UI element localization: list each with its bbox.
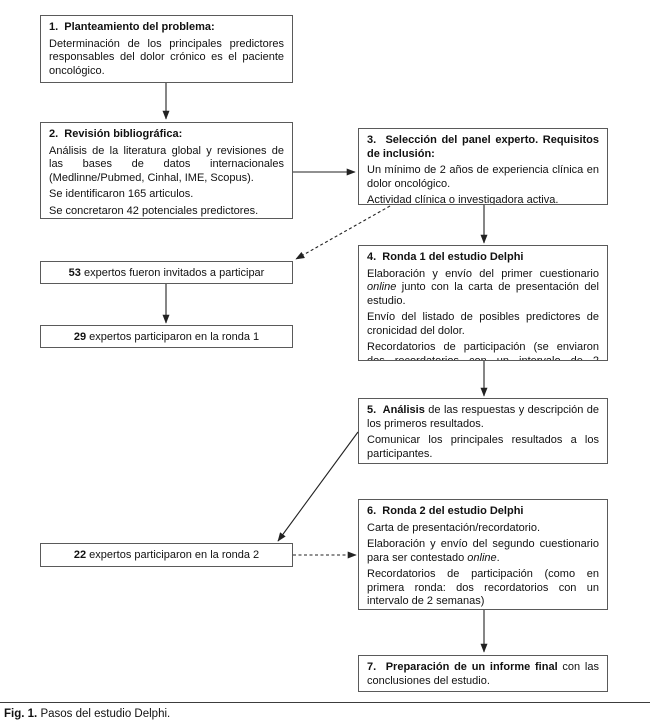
box-heading: 3. Selección del panel experto. Requisit… — [367, 134, 599, 160]
figure-caption-text: Pasos del estudio Delphi. — [40, 708, 171, 720]
flow-box-step1-planteamiento: 1. Planteamiento del problema: Determinac… — [40, 15, 293, 83]
count-box-experts-invited: 53 expertos fueron invitados a participa… — [40, 261, 293, 284]
experts-round1-text: expertos participaron en la ronda 1 — [86, 330, 260, 343]
caption-divider-line — [0, 702, 650, 703]
experts-invited-count: 53 — [68, 266, 81, 279]
box-paragraph: Recordatorios de participación (como en … — [367, 568, 599, 607]
box-paragraph: Análisis de la literatura global y revis… — [49, 144, 284, 184]
experts-round2-count: 22 — [73, 549, 87, 561]
box-heading: 7. Preparación de un informe final con l… — [367, 661, 599, 687]
box-paragraph: Se concretaron 42 potenciales predictore… — [49, 204, 259, 217]
box-heading: 1. Planteamiento del problema: — [49, 21, 215, 33]
box-paragraph: Elaboración y envío del primer cuestiona… — [367, 267, 599, 307]
box-heading: 4. Ronda 1 del estudio Delphi — [367, 251, 524, 263]
count-box-experts-round2: 22 expertos participaron en la ronda 2 — [40, 543, 293, 567]
box-paragraph: Envío del listado de posibles predictore… — [367, 311, 599, 337]
flow-box-step2-revision-bibliografica: 2. Revisión bibliográfica: Análisis de la… — [40, 122, 293, 219]
box-heading: 6. Ronda 2 del estudio Delphi — [367, 505, 524, 517]
box-paragraph: Actividad clínica o investigadora activa… — [367, 194, 559, 205]
box-paragraph: Comunicar los principales resultados a l… — [367, 434, 599, 460]
box-paragraph: Se identificaron 165 articulos. — [49, 188, 194, 200]
figure-caption-label: Fig. 1. — [4, 708, 38, 720]
box-paragraph: Recordatorios de participación (se envia… — [367, 341, 599, 361]
experts-round2-text: expertos participaron en la ronda 2 — [86, 549, 260, 561]
flow-box-step7-informe-final: 7. Preparación de un informe final con l… — [358, 655, 608, 692]
box-paragraph: Elaboración y envío del segundo cuestion… — [367, 538, 599, 564]
box-heading: 2. Revisión bibliográfica: — [49, 128, 183, 140]
box-heading: 5. Análisis de las respuestas y descripc… — [367, 404, 599, 430]
box-paragraph: Determinación de los principales predict… — [49, 37, 284, 77]
arrow-step5-to-round2 — [277, 431, 359, 542]
experts-invited-text: expertos fueron invitados a participar — [80, 266, 265, 279]
flow-box-step5-analisis: 5. Análisis de las respuestas y descripc… — [358, 398, 608, 464]
count-box-experts-round1: 29 expertos participaron en la ronda 1 — [40, 325, 293, 348]
experts-round1-count: 29 — [73, 330, 87, 343]
box-paragraph: Un mínimo de 2 años de experiencia clíni… — [367, 164, 599, 190]
figure-caption: Fig. 1. Pasos del estudio Delphi. — [4, 707, 170, 721]
flow-box-step3-seleccion-panel: 3. Selección del panel experto. Requisit… — [358, 128, 608, 205]
box-paragraph: Carta de presentación/recordatorio. — [367, 521, 541, 534]
